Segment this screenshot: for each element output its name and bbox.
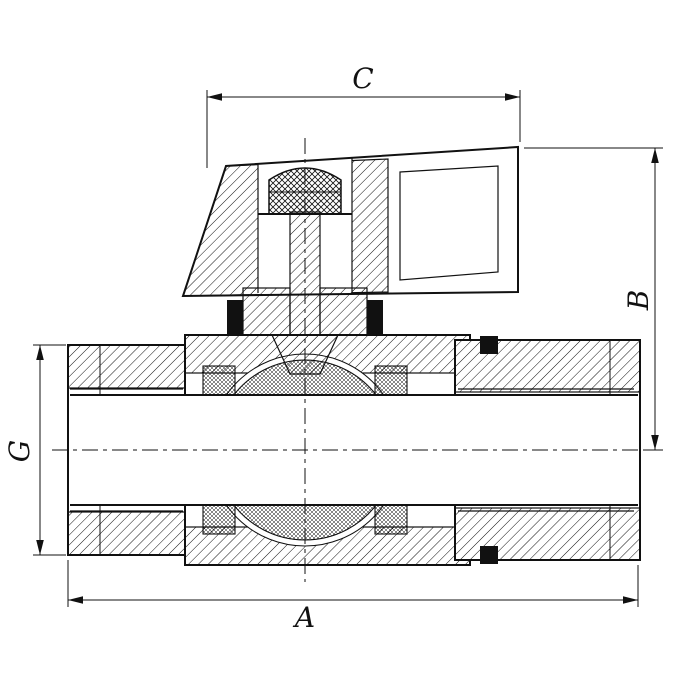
stem-seal-right xyxy=(367,300,383,335)
dimension-g: G xyxy=(3,344,66,556)
dim-c-arrow-left xyxy=(207,93,222,101)
dim-b-label: B xyxy=(622,290,655,312)
dim-c-label: C xyxy=(352,62,373,95)
seat-left-bottom xyxy=(202,504,236,535)
o-ring-seal-bottom xyxy=(480,546,498,564)
dim-a-arrow-left xyxy=(68,596,83,604)
left-connector-bottom-hatch xyxy=(67,511,186,556)
handle-grip-recess xyxy=(399,165,499,281)
stem-seal-left xyxy=(227,300,243,335)
dimension-b: B xyxy=(524,147,663,451)
dim-b-arrow-top xyxy=(651,148,659,163)
dim-g-label: G xyxy=(3,440,36,462)
handle-outline xyxy=(181,145,519,298)
dim-g-arrow-top xyxy=(36,345,44,360)
dim-c-arrow-right xyxy=(505,93,520,101)
seat-right-top xyxy=(374,365,408,396)
dimension-c: C xyxy=(206,62,521,168)
dimension-a: A xyxy=(67,560,639,634)
seat-right-bottom xyxy=(374,504,408,535)
dim-b-arrow-bottom xyxy=(651,435,659,450)
gland-nut-left xyxy=(242,287,291,336)
handle-lever xyxy=(181,145,519,298)
o-ring-seal-top xyxy=(480,336,498,354)
centerlines xyxy=(52,138,652,582)
dim-g-arrow-bottom xyxy=(36,540,44,555)
dim-a-arrow-right xyxy=(623,596,638,604)
left-connector-top-hatch xyxy=(67,344,186,389)
dim-a-label: A xyxy=(292,601,315,634)
gland-nut-right xyxy=(319,287,368,336)
seat-left-top xyxy=(202,365,236,396)
